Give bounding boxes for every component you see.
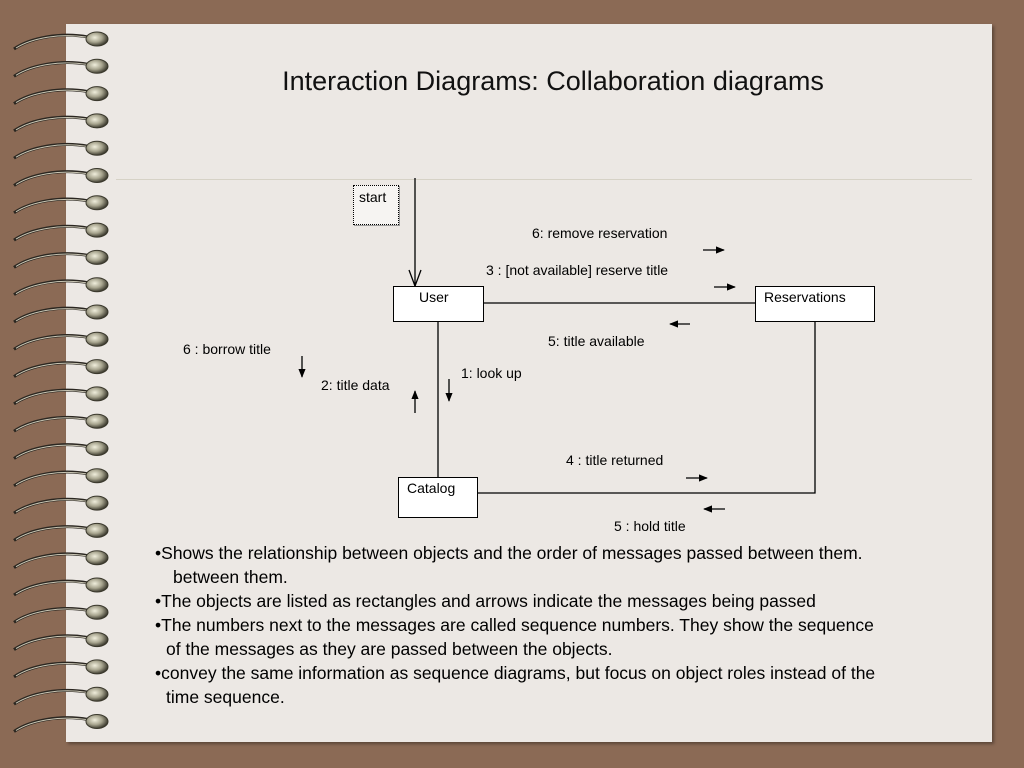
bullet-mark: • (155, 615, 162, 635)
object-catalog: Catalog (398, 477, 478, 518)
message-hold-title: 5 : hold title (614, 518, 686, 534)
bullet-item: •Shows the relationship between objects … (155, 541, 985, 589)
message-borrow-title: 6 : borrow title (183, 341, 271, 357)
bullet-text: The numbers next to the messages are cal… (161, 615, 874, 635)
object-user: User (393, 286, 484, 322)
bullet-text-continued: between them. (173, 567, 288, 587)
bullet-item: •The numbers next to the messages are ca… (155, 613, 985, 661)
object-user-label: User (419, 289, 449, 305)
bullet-mark: • (155, 543, 162, 563)
link-catalog-reservations (477, 321, 816, 494)
message-title-returned: 4 : title returned (566, 452, 664, 468)
object-reservations-label: Reservations (764, 289, 846, 305)
start-note: start (353, 185, 399, 225)
bullet-mark: • (155, 591, 162, 611)
bullet-mark: • (155, 663, 162, 683)
message-title-available: 5: title available (548, 333, 645, 349)
divider-line (116, 179, 972, 180)
object-reservations: Reservations (755, 286, 875, 322)
slide-title: Interaction Diagrams: Collaboration diag… (282, 66, 824, 96)
bullet-item: •convey the same information as sequence… (155, 661, 985, 709)
message-look-up: 1: look up (461, 365, 522, 381)
object-catalog-label: Catalog (407, 480, 456, 496)
bullet-text: convey the same information as sequence … (161, 663, 876, 683)
bullet-text: Shows the relationship between objects a… (161, 543, 863, 563)
message-title-data: 2: title data (321, 377, 390, 393)
bullet-text-continued: of the messages as they are passed betwe… (166, 639, 613, 659)
bullet-item: •The objects are listed as rectangles an… (155, 589, 985, 613)
message-remove-reservation: 6: remove reservation (532, 225, 668, 241)
start-label: start (359, 189, 387, 205)
bullet-text: The objects are listed as rectangles and… (161, 591, 816, 611)
bullet-list: •Shows the relationship between objects … (155, 541, 985, 709)
slide-page (66, 24, 992, 742)
message-reserve-title: 3 : [not available] reserve title (486, 262, 669, 278)
bullet-text-continued: time sequence. (166, 687, 285, 707)
